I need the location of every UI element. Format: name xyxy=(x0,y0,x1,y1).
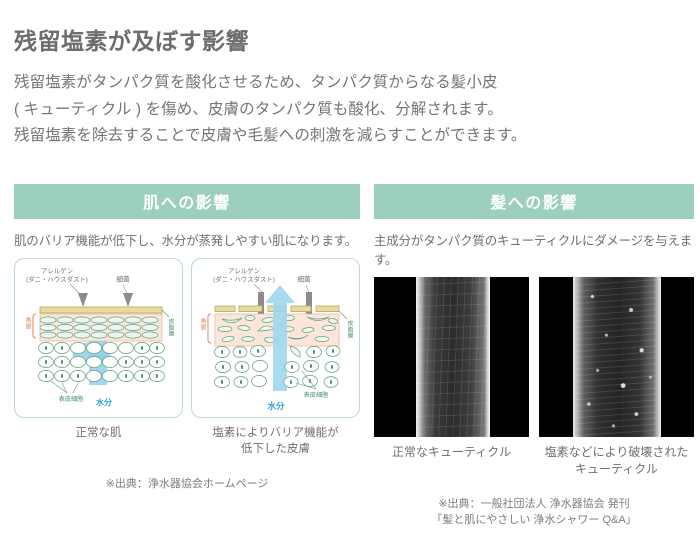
epidermal-cells-leader-lines xyxy=(50,380,79,394)
moisture-label: 水分 xyxy=(95,397,112,407)
moisture-evaporation-arrow xyxy=(265,284,295,391)
hair-impact-panel: 髪への影響 主成分がタンパク質のキューティクルにダメージを与えます。 xyxy=(374,183,694,529)
allergen-label-line1: アレルゲン xyxy=(41,266,73,275)
page-title: 残留塩素が及ぼす影響 xyxy=(14,28,249,54)
caption-line: 正常な肌 xyxy=(75,426,122,439)
skin-panel-source: ※出典：浄水器協会ホームページ xyxy=(105,477,269,490)
skin-diagram-damaged: アレルゲン (ダニ・ハウスダスト) 細菌 xyxy=(191,257,360,458)
normal-hair-strand xyxy=(416,276,490,437)
bacteria-leader-line xyxy=(122,284,128,294)
source-line: 「髪と肌にやさしい 浄水シャワー Q&A」 xyxy=(431,514,637,527)
cuticle-scale-texture xyxy=(416,276,490,437)
hair-micrograph-damaged xyxy=(539,276,694,437)
epidermal-cells-label: 表皮細胞 xyxy=(59,395,84,403)
hair-caption-row: 正常なキューティクル 塩素などにより破壊された キューティクル xyxy=(374,437,694,478)
caption-line: 低下した皮膚 xyxy=(241,443,310,456)
allergen-leader-line xyxy=(253,283,263,293)
horny-layer-label: 角層 xyxy=(199,317,206,331)
skin-diagram-damaged-box: アレルゲン (ダニ・ハウスダスト) 細菌 xyxy=(191,257,360,418)
bacteria-label: 細菌 xyxy=(116,274,130,283)
sebum-film-label: 皮脂膜 xyxy=(346,319,353,339)
skin-panel-subtitle: 肌のバリア機能が低下し、水分が蒸発しやすい肌になります。 xyxy=(14,233,358,248)
epidermal-cells-label: 表皮細胞 xyxy=(304,391,329,399)
cell-nuclei xyxy=(45,345,158,378)
skin-diagram-normal-box: アレルゲン (ダニ・ハウスダスト) 細菌 xyxy=(14,257,183,418)
caption-line: 正常なキューティクル xyxy=(392,444,511,459)
hair-panel-source: ※出典：一般社団法人 浄水器協会 発刊 「髪と肌にやさしい 浄水シャワー Q&A… xyxy=(374,496,694,529)
allergen-label-line2: (ダニ・ハウスダスト) xyxy=(213,274,275,283)
intro-paragraph: 残留塩素がタンパク質を酸化させるため、タンパク質からなる髪小皮 ( キューティク… xyxy=(14,70,686,150)
damaged-hair-strand xyxy=(573,276,661,437)
bacteria-arrow-icon xyxy=(123,292,133,307)
sebum-film-leader-line xyxy=(161,309,170,318)
horny-layer-label: 角層 xyxy=(24,316,31,330)
caption-line: キューティクル xyxy=(575,461,658,476)
hair-micrograph-damaged-caption: 塩素などにより破壊された キューティクル xyxy=(539,444,694,478)
epidermal-cells-leader-lines xyxy=(295,370,317,390)
allergen-label-line2: (ダニ・ハウスダスト) xyxy=(26,274,88,283)
hair-micrograph-normal xyxy=(374,276,529,437)
caption-line: 塩素などにより破壊された xyxy=(544,444,689,459)
intro-line-1: 残留塩素がタンパク質を酸化させるため、タンパク質からなる髪小皮 xyxy=(14,74,498,91)
corneocyte-group xyxy=(39,316,159,339)
cuticle-damage-texture xyxy=(573,276,661,437)
moisture-label: 水分 xyxy=(266,401,285,411)
intro-line-2: ( キューティクル ) を傷め、皮膚のタンパク質も酸化、分解されます。 xyxy=(14,100,503,118)
skin-diagram-normal: アレルゲン (ダニ・ハウスダスト) 細菌 xyxy=(14,257,183,458)
skin-diagram-row: アレルゲン (ダニ・ハウスダスト) 細菌 xyxy=(14,257,360,458)
hair-micrograph-normal-caption: 正常なキューティクル xyxy=(374,444,529,478)
hair-panel-header: 髪への影響 xyxy=(374,183,694,219)
caption-line: 塩素によりバリア機能が xyxy=(212,426,339,439)
skin-diagram-normal-caption: 正常な肌 xyxy=(14,425,183,441)
intro-line-3: 残留塩素を除去することで皮膚や毛髪への刺激を減らすことができます。 xyxy=(14,127,527,145)
panels-container: 肌への影響 肌のバリア機能が低下し、水分が蒸発しやすい肌になります。 アレルゲン… xyxy=(14,183,694,529)
allergen-label-line1: アレルゲン xyxy=(228,266,260,275)
allergen-arrow-icon xyxy=(78,292,88,307)
horny-layer-bracket xyxy=(207,313,212,344)
source-line: ※出典：一般社団法人 浄水器協会 発刊 xyxy=(438,497,630,510)
strand-surface xyxy=(416,276,490,437)
normal-skin-illustration: アレルゲン (ダニ・ハウスダスト) 細菌 xyxy=(24,266,174,407)
hair-panel-subtitle: 主成分がタンパク質のキューティクルにダメージを与えます。 xyxy=(374,233,693,267)
bacteria-label: 細菌 xyxy=(297,274,311,283)
epidermal-cell-group xyxy=(38,342,165,382)
sebum-film-leader-line xyxy=(338,310,348,320)
skin-diagram-damaged-caption: 塩素によりバリア機能が 低下した皮膚 xyxy=(191,425,360,458)
hair-micrograph-row xyxy=(374,276,694,437)
bacteria-leader-line xyxy=(305,284,310,293)
damaged-skin-illustration: アレルゲン (ダニ・ハウスダスト) 細菌 xyxy=(199,266,353,411)
skin-panel-header: 肌への影響 xyxy=(14,183,360,219)
sebum-film-label: 皮脂膜 xyxy=(167,317,174,337)
sebum-film-layer xyxy=(39,306,163,314)
horny-layer-bracket xyxy=(32,313,37,339)
skin-impact-panel: 肌への影響 肌のバリア機能が低下し、水分が蒸発しやすい肌になります。 アレルゲン… xyxy=(14,183,360,492)
